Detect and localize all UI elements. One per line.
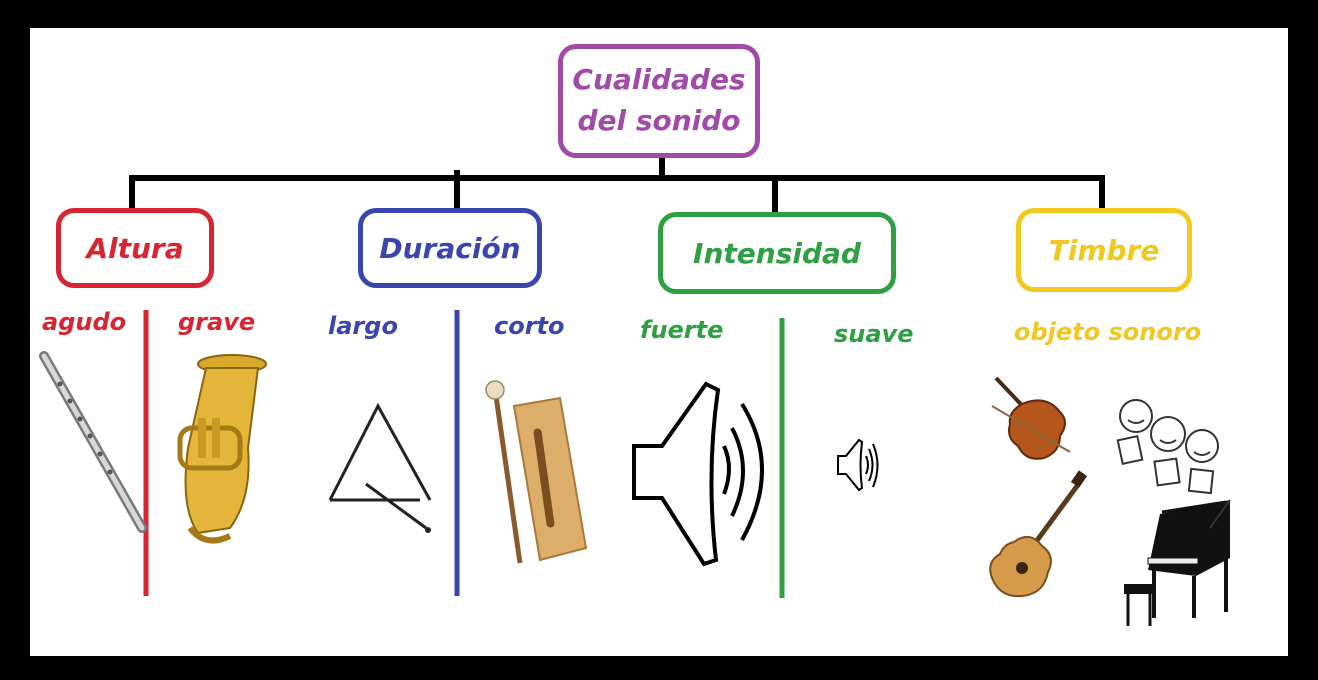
category-altura: Altura (56, 208, 214, 288)
singers-icon (1116, 399, 1219, 495)
tuba-icon (177, 354, 267, 544)
category-duracion: Duración (358, 208, 542, 288)
label-corto: corto (494, 312, 565, 340)
category-label: Timbre (1048, 233, 1160, 267)
category-label: Intensidad (693, 236, 861, 270)
category-timbre: Timbre (1016, 208, 1192, 292)
label-fuerte: fuerte (640, 316, 724, 344)
label-suave: suave (834, 320, 914, 348)
loud-speaker-icon (632, 381, 764, 567)
connector-lines (39, 153, 1231, 626)
label-objeto-sonoro: objeto sonoro (1014, 318, 1202, 346)
diagram-canvas: Cualidades del sonido Altura Duración In… (30, 28, 1288, 656)
label-largo: largo (328, 312, 398, 340)
category-intensidad: Intensidad (658, 212, 896, 294)
label-grave: grave (178, 308, 256, 336)
category-label: Duración (379, 231, 521, 265)
guitar-icon (989, 470, 1088, 598)
root-node: Cualidades del sonido (558, 44, 760, 158)
root-label-line2: del sonido (577, 104, 741, 137)
label-agudo: agudo (42, 308, 127, 336)
flute-icon (39, 351, 147, 533)
root-label-line1: Cualidades (572, 63, 746, 97)
quiet-speaker-icon (837, 438, 879, 492)
violin-icon (991, 376, 1071, 460)
category-label: Altura (86, 231, 184, 265)
wood-block-icon (485, 380, 588, 564)
piano-icon (1124, 499, 1231, 626)
triangle-instrument-icon (328, 402, 432, 533)
